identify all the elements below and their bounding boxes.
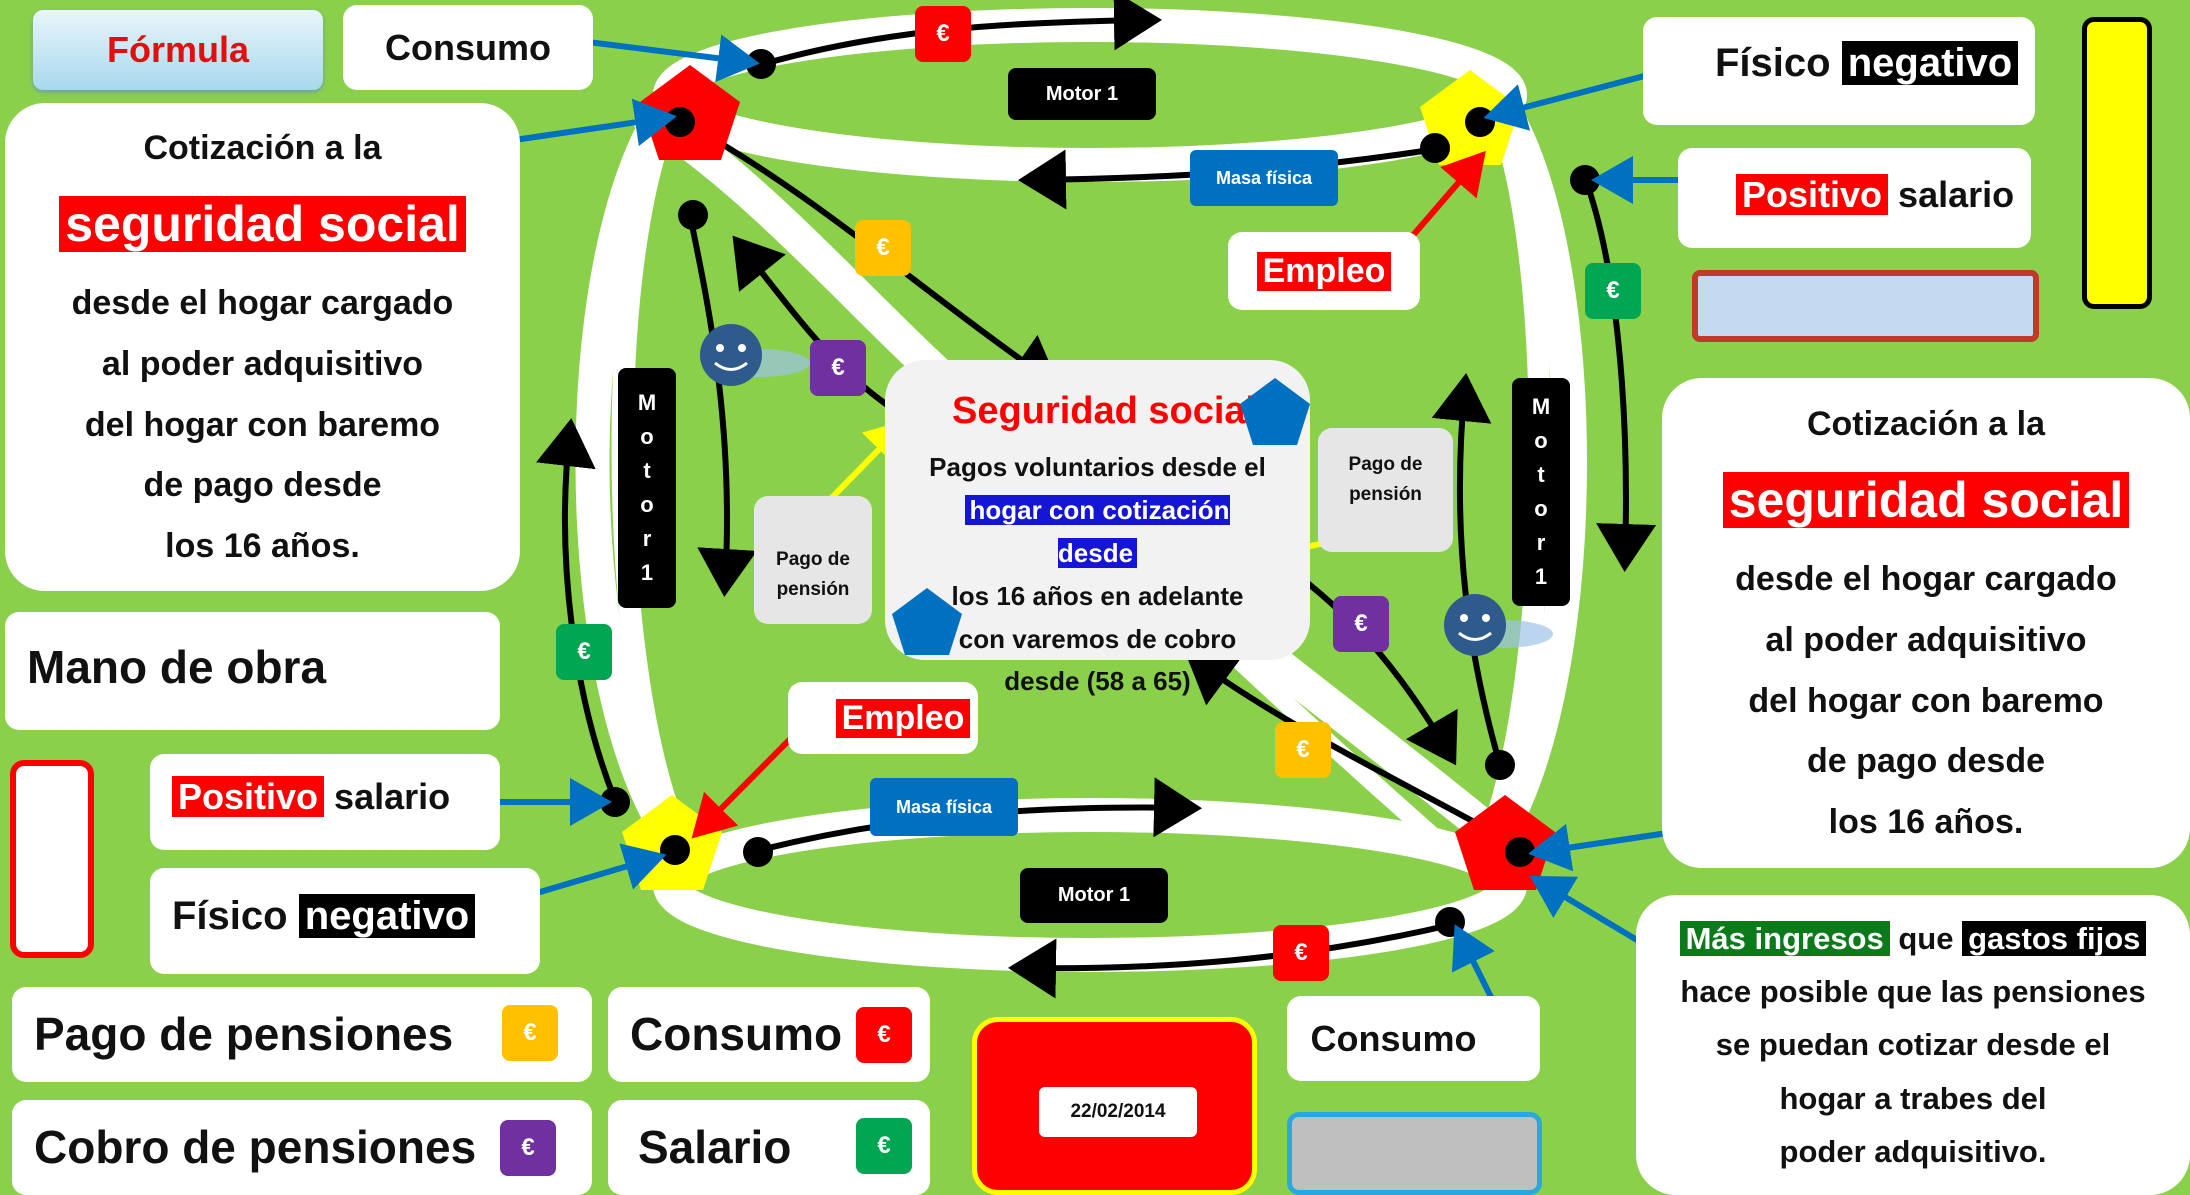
center-line3: los 16 años en adelante [951,580,1244,611]
right-cotizacion-line: al poder adquisitivo [1765,620,2087,659]
right-cotizacion-line1: Cotización a la [1806,404,2046,443]
center-title: Seguridad social [952,390,1257,432]
mano-de-obra-label: Mano de obra [27,641,327,693]
legend-pago-pensiones-label: Pago de pensiones [34,1008,454,1060]
left-cotizacion-line: los 16 años. [165,526,360,565]
legend-pago-pensiones: Pago de pensiones € [12,987,592,1082]
positivo-salario-bottom-box: Positivo salario [150,754,500,850]
bottom-right-line: hace posible que las pensiones [1680,974,2146,1010]
yellow-bar [2082,17,2152,309]
legend-salario: Salario € [608,1100,930,1195]
bottom-right-line: hogar a trabes del [1779,1080,2047,1116]
left-cotizacion-line1: Cotización a la [143,128,382,167]
right-cotizacion-highlight: seguridad social [1722,472,2130,529]
legend-cobro-pensiones-label: Cobro de pensiones [34,1121,477,1173]
date-label: 22/02/2014 [1070,1101,1166,1122]
left-cotizacion-line: al poder adquisitivo [101,344,424,383]
legend-consumo-label: Consumo [630,1008,843,1060]
euro-red-icon: € [856,1007,912,1063]
euro-pago-bottom-icon: € [1275,722,1331,778]
fisico-negativo-bottom-box: Físico negativo [150,868,540,974]
bottom-right-line: se puedan cotizar desde el [1715,1027,2111,1063]
motor-top-label: Motor 1 [1008,68,1156,120]
euro-consumo-top-icon: € [915,6,971,62]
left-cotizacion-line: de pago desde [143,466,382,505]
seguridad-social-center-panel: Seguridad social Pagos voluntarios desde… [885,360,1310,696]
bottom-right-note-box: Más ingresos que gastos fijos hace posib… [1636,895,2190,1195]
euro-salario-right-icon: € [1585,263,1641,319]
fisico-negativo-top-box: Físico negativo [1643,17,2035,125]
euro-purple-icon: € [500,1120,556,1176]
legend-salario-label: Salario [638,1121,792,1173]
mano-de-obra-box: Mano de obra [5,612,500,730]
salario-word: salario [334,776,451,817]
right-cotizacion-line: los 16 años. [1828,802,2024,841]
formula-button[interactable]: Fórmula [33,10,323,90]
positivo-highlight: Positivo [172,776,325,817]
right-cotizacion-box: Cotización a la seguridad social desde e… [1662,378,2190,868]
center-line5: desde (58 a 65) [1004,666,1191,697]
positivo-salario-top-box: Positivo salario [1678,148,2031,248]
gastos-fijos-highlight: gastos fijos [1962,920,2147,956]
gray-empty-box [1287,1112,1542,1195]
red-outline-empty-box [10,760,94,958]
euro-yellow-icon: € [502,1005,558,1061]
consumo-bottom-label: Consumo [1310,1017,1477,1059]
que-word: que [1898,920,1954,956]
fisico-word: Físico [1715,41,1831,85]
left-cotizacion-line: desde el hogar cargado [71,284,454,323]
legend-consumo: Consumo € [608,987,930,1082]
negativo-highlight: negativo [298,894,476,938]
salario-word: salario [1898,174,2015,215]
euro-green-icon: € [856,1118,912,1174]
empleo-top-label: Empleo [1256,251,1392,291]
bottom-right-line: poder adquisitivo. [1779,1133,2047,1169]
empleo-top-box: Empleo [1228,232,1420,310]
formula-label: Fórmula [106,29,249,70]
masa-fisica-bottom-label: Masa física [870,778,1018,836]
consumo-top-label-box: Consumo [343,5,593,90]
negativo-highlight: negativo [1841,41,2019,85]
empleo-bottom-box: Empleo [788,682,978,754]
right-cotizacion-line: desde el hogar cargado [1735,560,2117,599]
empleo-bottom-label: Empleo [835,698,971,738]
fisico-word: Físico [172,894,288,938]
legend-cobro-pensiones: Cobro de pensiones € [12,1100,592,1195]
motor-bottom-label: Motor 1 [1020,868,1168,923]
euro-pago-top-icon: € [855,220,911,276]
date-panel: 22/02/2014 [972,1017,1257,1195]
mas-ingresos-highlight: Más ingresos [1679,920,1890,956]
left-cotizacion-line: del hogar con baremo [84,405,441,444]
positivo-highlight: Positivo [1736,174,1889,215]
left-cotizacion-highlight: seguridad social [59,196,466,253]
consumo-top-label: Consumo [385,26,551,68]
consumo-bottom-label-box: Consumo [1287,996,1540,1081]
center-line4: con varemos de cobro [958,623,1237,654]
left-cotizacion-box: Cotización a la seguridad social desde e… [5,103,520,591]
euro-salario-left-icon: € [556,624,612,680]
blue-empty-box [1692,270,2039,342]
masa-fisica-top-label: Masa física [1190,150,1338,206]
euro-cobro-left-icon: € [810,340,866,396]
center-line1: Pagos voluntarios desde el [929,452,1266,482]
euro-consumo-bottom-icon: € [1273,925,1329,981]
right-cotizacion-line: de pago desde [1806,742,2046,781]
center-line2-highlight: hogar con cotización desde [965,494,1230,568]
right-cotizacion-line: del hogar con baremo [1748,681,2104,720]
euro-cobro-right-icon: € [1333,596,1389,652]
